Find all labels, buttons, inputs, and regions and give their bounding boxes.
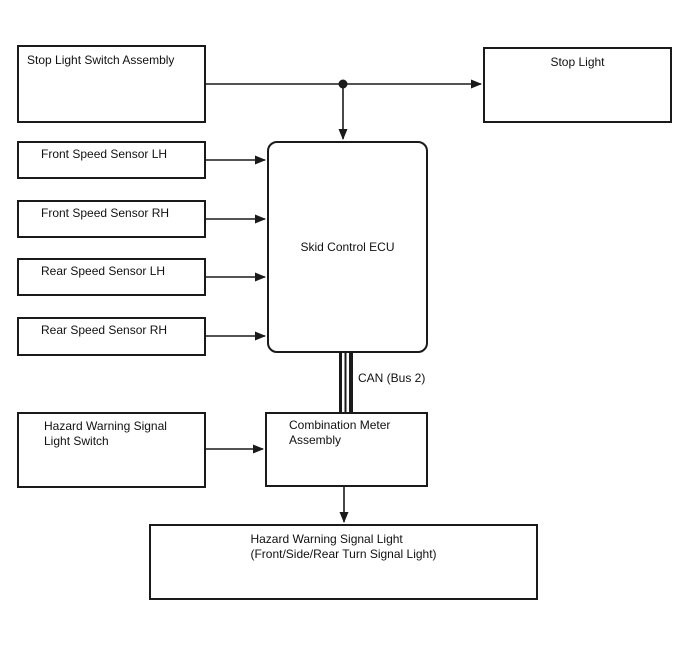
node-label-line2: (Front/Side/Rear Turn Signal Light) [250, 546, 437, 561]
node-label-line2: Assembly [289, 432, 342, 447]
node-hazard-warning-signal-light-switch: Hazard Warning Signal Light Switch [17, 412, 206, 488]
can-bus-label: CAN (Bus 2) [358, 371, 426, 385]
node-stop-light: Stop Light [483, 47, 672, 123]
node-label: Stop Light [550, 55, 605, 69]
can-bus-lines [339, 353, 353, 412]
node-label-block: Hazard Warning Signal Light (Front/Side/… [250, 532, 436, 561]
node-rear-speed-sensor-rh: Rear Speed Sensor RH [17, 317, 206, 356]
node-label: Front Speed Sensor LH [41, 147, 168, 161]
node-label-line1: Hazard Warning Signal [44, 419, 167, 433]
node-label-line1: Combination Meter [289, 418, 391, 432]
node-label: Rear Speed Sensor RH [41, 323, 168, 337]
node-skid-control-ecu: Skid Control ECU [267, 141, 428, 353]
node-stop-light-switch-assembly: Stop Light Switch Assembly [17, 45, 206, 123]
node-label-line2: Light Switch [44, 433, 109, 448]
node-label: Rear Speed Sensor LH [41, 264, 166, 278]
node-front-speed-sensor-rh: Front Speed Sensor RH [17, 200, 206, 238]
node-combination-meter-assembly: Combination Meter Assembly [265, 412, 428, 487]
node-label-line1: Hazard Warning Signal Light [250, 532, 403, 546]
node-rear-speed-sensor-lh: Rear Speed Sensor LH [17, 258, 206, 296]
node-label: Front Speed Sensor RH [41, 206, 170, 220]
node-front-speed-sensor-lh: Front Speed Sensor LH [17, 141, 206, 179]
node-label: Skid Control ECU [300, 239, 395, 254]
node-hazard-warning-signal-light: Hazard Warning Signal Light (Front/Side/… [149, 524, 538, 600]
node-label: Stop Light Switch Assembly [27, 53, 175, 67]
